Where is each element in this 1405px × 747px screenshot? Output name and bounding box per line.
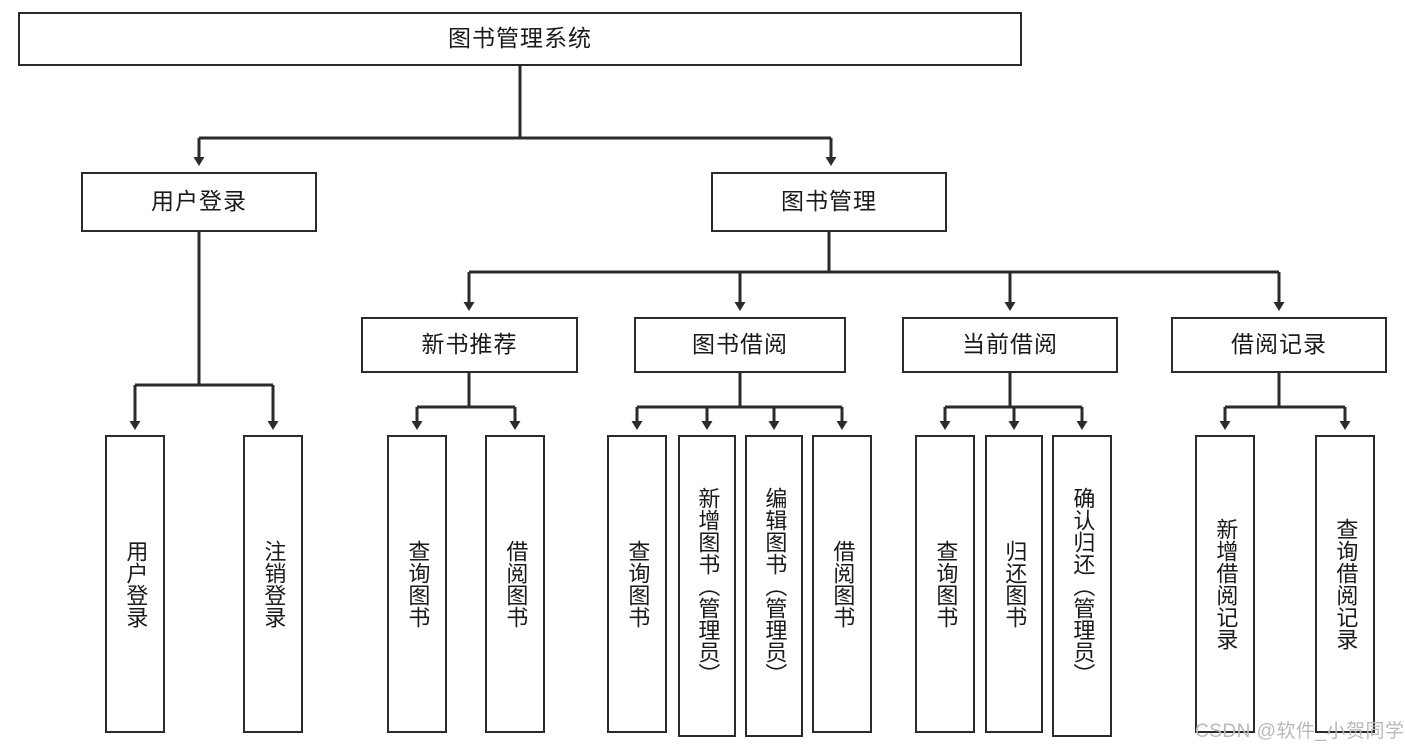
node-new-book-recommend-label: 新书推荐 [421,331,518,358]
node-leaf-user-logout-label: 注销登录 [261,540,287,628]
node-root[interactable]: 图书管理系统 [18,12,1022,66]
node-current-borrow[interactable]: 当前借阅 [902,317,1118,373]
node-leaf-edit-book-admin[interactable]: 编辑图书（管理员） [745,435,803,737]
node-root-label: 图书管理系统 [448,25,592,52]
node-book-borrow-label: 图书借阅 [692,331,788,358]
node-user-login[interactable]: 用户登录 [81,172,317,232]
node-leaf-add-record-label: 新增借阅记录 [1213,518,1239,650]
node-leaf-confirm-return[interactable]: 确认归还（管理员） [1052,435,1112,737]
node-borrow-record-label: 借阅记录 [1231,331,1327,358]
node-current-borrow-label: 当前借阅 [962,331,1058,358]
node-borrow-record[interactable]: 借阅记录 [1171,317,1387,373]
node-book-manage[interactable]: 图书管理 [711,172,947,232]
node-leaf-return-book-label: 归还图书 [1002,540,1028,628]
node-leaf-user-logout[interactable]: 注销登录 [243,435,303,733]
node-leaf-confirm-return-label: 确认归还（管理员） [1070,487,1096,685]
node-leaf-query-record[interactable]: 查询借阅记录 [1315,435,1375,733]
node-leaf-query-book-1-label: 查询图书 [405,540,431,628]
node-leaf-edit-book-admin-label: 编辑图书（管理员） [762,487,788,685]
node-leaf-borrow-book-2[interactable]: 借阅图书 [812,435,872,733]
node-book-borrow[interactable]: 图书借阅 [634,317,846,373]
node-leaf-add-record[interactable]: 新增借阅记录 [1195,435,1255,733]
node-leaf-return-book[interactable]: 归还图书 [985,435,1043,733]
node-leaf-borrow-book-1[interactable]: 借阅图书 [485,435,545,733]
node-leaf-query-book-2-label: 查询图书 [625,540,651,628]
node-leaf-user-login-label: 用户登录 [123,540,149,628]
node-user-login-label: 用户登录 [151,188,247,215]
node-leaf-borrow-book-1-label: 借阅图书 [503,540,529,628]
watermark: CSDN @软件_小贺同学 [1195,721,1405,742]
node-book-manage-label: 图书管理 [781,188,877,215]
node-leaf-query-book-3[interactable]: 查询图书 [915,435,975,733]
node-leaf-query-book-2[interactable]: 查询图书 [607,435,667,733]
node-leaf-query-book-1[interactable]: 查询图书 [387,435,447,733]
node-leaf-query-book-3-label: 查询图书 [933,540,959,628]
node-leaf-user-login[interactable]: 用户登录 [105,435,165,733]
node-leaf-borrow-book-2-label: 借阅图书 [830,540,856,628]
node-leaf-add-book-admin[interactable]: 新增图书（管理员） [678,435,736,737]
node-new-book-recommend[interactable]: 新书推荐 [361,317,578,373]
node-leaf-add-book-admin-label: 新增图书（管理员） [695,487,721,685]
node-leaf-query-record-label: 查询借阅记录 [1333,518,1359,650]
